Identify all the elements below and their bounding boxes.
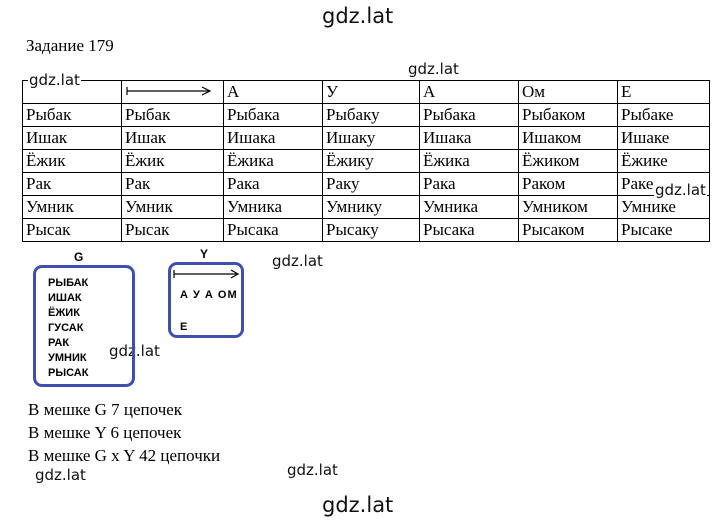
table-row: Рысак Рысак Рысака Рысаку Рысака Рысаком… (22, 218, 710, 242)
table-cell: Рак (22, 172, 122, 196)
table-cell: Ёжике (617, 149, 710, 173)
header-cell: У (322, 80, 420, 104)
table-row: Ишак Ишак Ишака Ишаку Ишака Ишаком Ишаке (22, 126, 710, 150)
list-item: РЫБАК (48, 277, 89, 289)
table-cell: Рыбака (419, 103, 519, 127)
header-cell-arrow (121, 80, 224, 104)
watermark: gdz.lat (286, 461, 339, 479)
watermark: gdz.lat (28, 71, 81, 89)
table-cell: Рысак (121, 218, 224, 242)
word-table: А У А Ом Е Рыбак Рыбак Рыбака Рыбаку Рыб… (22, 80, 710, 242)
table-cell: Раком (518, 172, 618, 196)
list-item: РЫСАК (48, 367, 89, 379)
watermark: gdz.lat (34, 466, 87, 484)
table-cell: Раку (322, 172, 420, 196)
table-row: Рак Рак Рака Раку Рака Раком Раке (22, 172, 710, 196)
bag-g-label: G (74, 250, 84, 264)
bag-y-endings: А У А ОМ (180, 289, 238, 301)
table-cell: Рысаку (322, 218, 420, 242)
header-cell: Е (617, 80, 710, 104)
table-cell: Ишаку (322, 126, 420, 150)
table-cell: Ишак (121, 126, 224, 150)
task-title: Задание 179 (26, 36, 114, 55)
bag-y: А У А ОМ Е (168, 262, 244, 338)
watermark-top: gdz.lat (322, 4, 394, 28)
table-cell: Рак (121, 172, 224, 196)
table-cell: Ёжика (223, 149, 323, 173)
table-cell: Ёжик (22, 149, 122, 173)
table-cell: Рака (223, 172, 323, 196)
table-cell: Рыбаке (617, 103, 710, 127)
table-cell: Ёжику (322, 149, 420, 173)
table-cell: Ишаком (518, 126, 618, 150)
list-item: ЁЖИК (48, 307, 80, 319)
right-arrow-icon (126, 86, 212, 96)
summary-line: В мешке Y 6 цепочек (28, 423, 182, 442)
table-cell: Умником (518, 195, 618, 219)
right-arrow-icon (173, 269, 240, 279)
table-cell: Ишака (223, 126, 323, 150)
table-cell: Ёжик (121, 149, 224, 173)
table-cell: Рака (419, 172, 519, 196)
table-row: Ёжик Ёжик Ёжика Ёжику Ёжика Ёжиком Ёжике (22, 149, 710, 173)
table-cell: Рысаком (518, 218, 618, 242)
table-cell: Рыбаком (518, 103, 618, 127)
table-row: Умник Умник Умника Умнику Умника Умником… (22, 195, 710, 219)
summary: В мешке G 7 цепочек В мешке Y 6 цепочек … (28, 398, 220, 467)
table-cell: Рысак (22, 218, 122, 242)
watermark: gdz.lat (407, 60, 460, 78)
table-cell: Рыбак (121, 103, 224, 127)
table-row: Рыбак Рыбак Рыбака Рыбаку Рыбака Рыбаком… (22, 103, 710, 127)
header-cell: А (223, 80, 323, 104)
watermark: gdz.lat (271, 252, 324, 270)
header-cell: А (419, 80, 519, 104)
table-cell: Ишаке (617, 126, 710, 150)
table-cell: Ёжика (419, 149, 519, 173)
table-header-row: А У А Ом Е (22, 80, 710, 104)
table-cell: Умник (121, 195, 224, 219)
table-cell: Ёжиком (518, 149, 618, 173)
list-item: УМНИК (48, 352, 87, 364)
table-cell: Ишака (419, 126, 519, 150)
list-item: ГУСАК (48, 322, 84, 334)
table-cell: Ишак (22, 126, 122, 150)
header-cell: Ом (518, 80, 618, 104)
watermark-bottom: gdz.lat (322, 493, 394, 517)
bag-y-ending-e: Е (180, 321, 188, 333)
table-cell: Рысака (223, 218, 323, 242)
table-cell: Умника (223, 195, 323, 219)
list-item: РАК (48, 337, 70, 349)
table-cell: Умник (22, 195, 122, 219)
table-cell: Умника (419, 195, 519, 219)
bag-y-label: Y (200, 247, 209, 261)
table-cell: Рыбаку (322, 103, 420, 127)
list-item: ИШАК (48, 292, 82, 304)
table-cell: Рысака (419, 218, 519, 242)
watermark: gdz.lat (654, 181, 707, 199)
table-cell: Рыбак (22, 103, 122, 127)
table-cell: Умнику (322, 195, 420, 219)
summary-line: В мешке G 7 цепочек (28, 400, 183, 419)
bag-g: РЫБАК ИШАК ЁЖИК ГУСАК РАК УМНИК РЫСАК (33, 265, 135, 387)
table-cell: Рыбака (223, 103, 323, 127)
summary-line: В мешке G x Y 42 цепочки (28, 446, 221, 465)
table-cell: Рысаке (617, 218, 710, 242)
